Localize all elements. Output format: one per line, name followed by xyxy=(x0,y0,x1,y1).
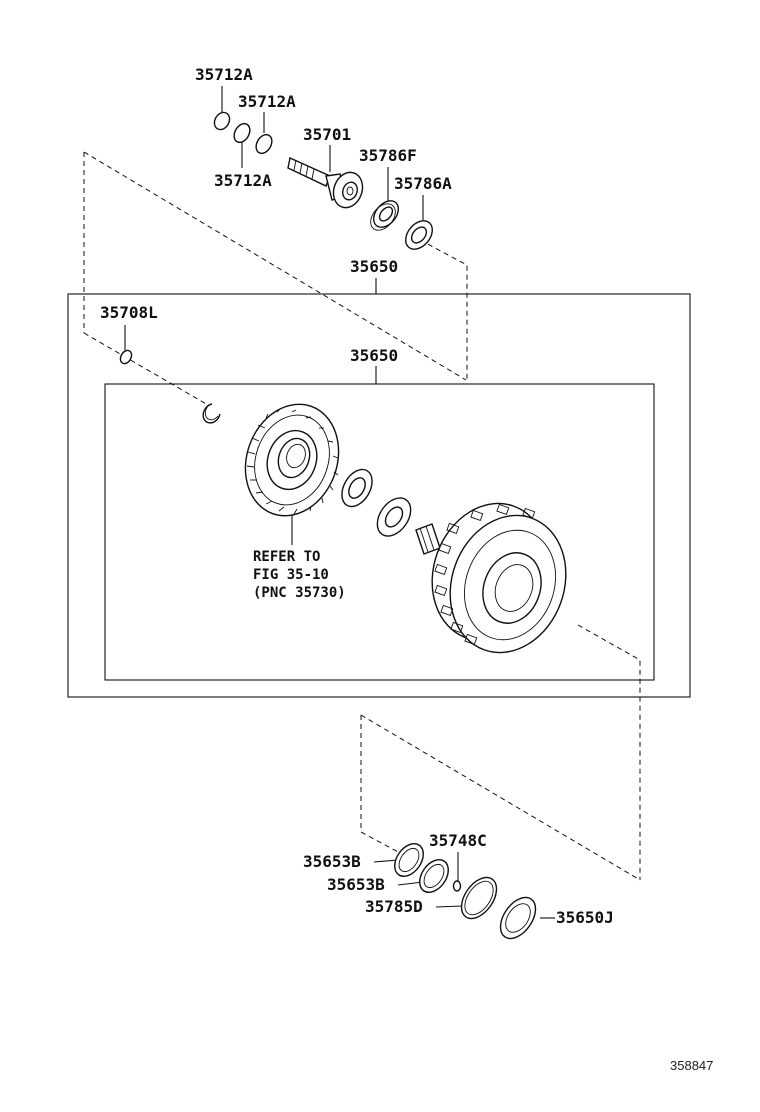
label-35708l: 35708L xyxy=(100,303,158,322)
ring-35712a-1 xyxy=(213,111,231,131)
label-35712a-middle: 35712A xyxy=(238,92,296,111)
reference-note-line-3: (PNC 35730) xyxy=(253,585,346,601)
ring-35785d xyxy=(460,876,498,920)
label-35650-inner: 35650 xyxy=(350,346,399,365)
label-35650-outer: 35650 xyxy=(350,257,399,276)
reference-note-line-2: FIG 35-10 xyxy=(253,567,329,583)
label-35748c: 35748C xyxy=(429,831,487,850)
shaft-35701 xyxy=(287,157,364,209)
leader-lines xyxy=(124,86,555,919)
clutch-drum xyxy=(244,403,340,517)
reference-note: REFER TO FIG 35-10 (PNC 35730) xyxy=(253,548,346,602)
thrust-bearing xyxy=(341,468,373,508)
ring-35653b-2 xyxy=(419,859,449,893)
label-35653b-upper: 35653B xyxy=(303,852,361,871)
reference-note-line-1: REFER TO xyxy=(253,549,321,565)
thrust-washer xyxy=(376,497,412,537)
label-35786f: 35786F xyxy=(359,146,417,165)
inner-group-frame xyxy=(104,383,655,681)
label-35650j: 35650J xyxy=(556,908,614,927)
washer-35786a xyxy=(405,220,433,250)
ring-35712a-3 xyxy=(255,133,273,155)
label-35712a-top: 35712A xyxy=(195,65,253,84)
washer-35650j xyxy=(499,896,537,940)
label-35786a: 35786A xyxy=(394,174,452,193)
figure-id: 358847 xyxy=(670,1058,714,1073)
label-35712a-bottom: 35712A xyxy=(214,171,272,190)
ring-35712a-2 xyxy=(233,122,251,144)
outer-group-frame xyxy=(67,293,691,698)
snap-ring xyxy=(202,403,221,424)
ring-35653b-1 xyxy=(394,843,424,877)
label-35785d: 35785D xyxy=(365,897,423,916)
clutch-hub-assembly xyxy=(415,502,567,654)
label-35701: 35701 xyxy=(303,125,352,144)
label-35653b-lower: 35653B xyxy=(327,875,385,894)
assembly-guide-lines xyxy=(83,151,641,881)
oring-35708l xyxy=(119,349,133,365)
seal-35748c xyxy=(452,880,462,892)
bearing-35786f xyxy=(370,200,400,231)
